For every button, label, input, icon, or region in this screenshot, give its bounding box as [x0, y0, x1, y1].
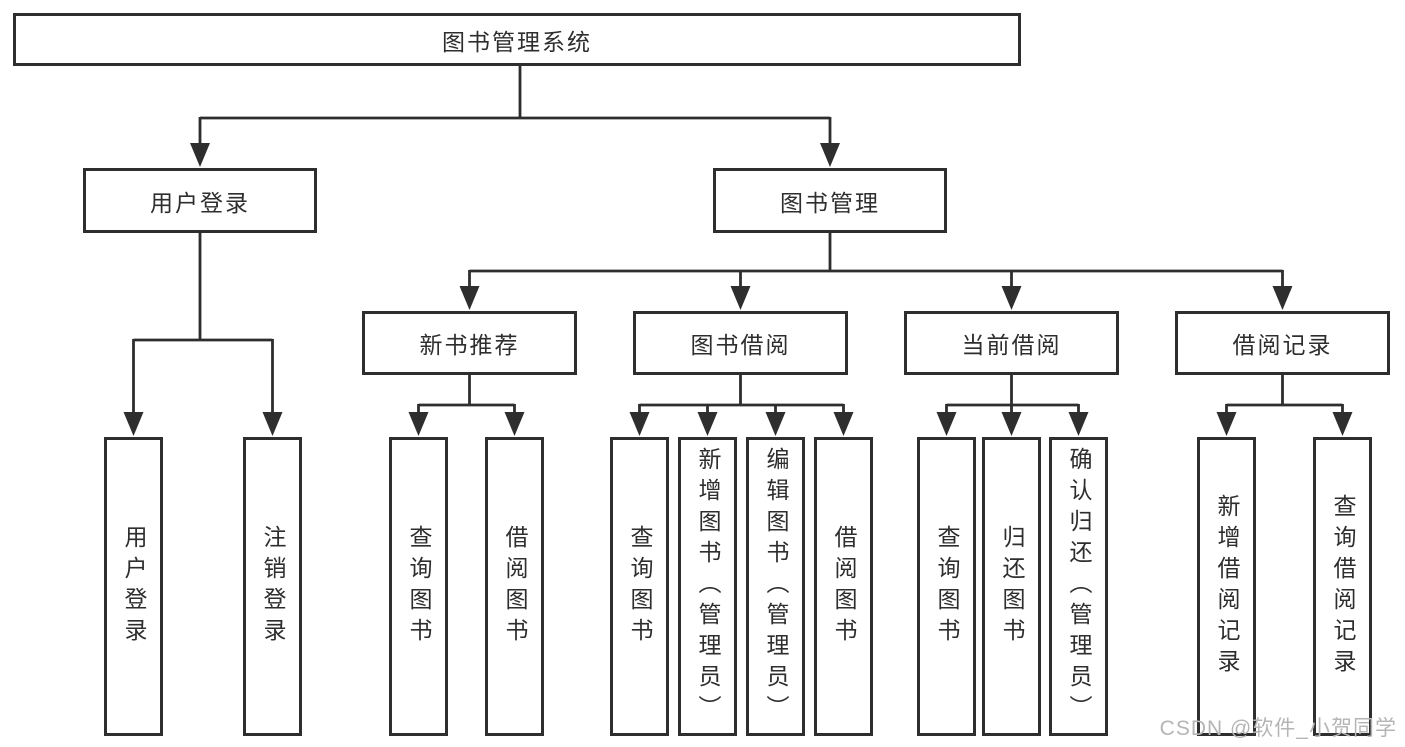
- leaf-borrow-add-books-admin: 新增图书（管理员）: [678, 437, 737, 736]
- leaf-records-add-record: 新增借阅记录: [1197, 437, 1256, 736]
- leaf-records-query-record: 查询借阅记录: [1313, 437, 1372, 736]
- leaf-borrow-query-books: 查询图书: [610, 437, 669, 736]
- leaf-borrow-borrow-books: 借阅图书: [814, 437, 873, 736]
- leaf-current-return-books: 归还图书: [982, 437, 1041, 736]
- leaf-recommend-borrow-books: 借阅图书: [485, 437, 544, 736]
- node-borrow-records: 借阅记录: [1175, 311, 1390, 375]
- leaf-current-confirm-return-admin: 确认归还（管理员）: [1049, 437, 1108, 736]
- leaf-logout: 注销登录: [243, 437, 302, 736]
- watermark: CSDN @软件_小贺同学: [1159, 717, 1397, 740]
- leaf-recommend-query-books: 查询图书: [389, 437, 448, 736]
- leaf-borrow-edit-books-admin: 编辑图书（管理员）: [746, 437, 805, 736]
- leaf-user-login: 用户登录: [104, 437, 163, 736]
- node-user-login: 用户登录: [83, 168, 317, 233]
- node-book-management: 图书管理: [713, 168, 947, 233]
- node-root: 图书管理系统: [13, 13, 1021, 66]
- node-new-book-recommend: 新书推荐: [362, 311, 577, 375]
- node-book-borrow: 图书借阅: [633, 311, 848, 375]
- node-current-borrow: 当前借阅: [904, 311, 1119, 375]
- leaf-current-query-books: 查询图书: [917, 437, 976, 736]
